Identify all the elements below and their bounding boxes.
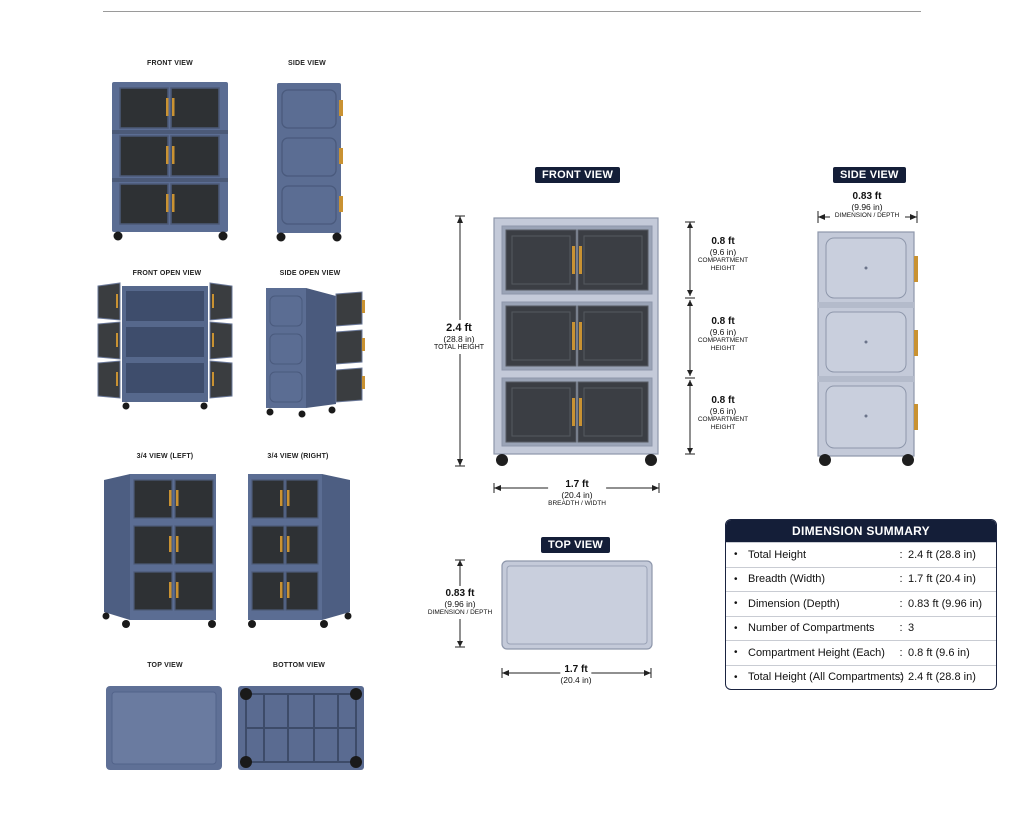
- summary-row-value: 0.8 ft (9.6 in): [908, 646, 970, 659]
- compartment-height-dimension-lines: [685, 221, 695, 455]
- label-bottom-view: BOTTOM VIEW: [272, 662, 326, 669]
- compartment-1-ft: 0.8 ft: [711, 236, 735, 247]
- top-depth-caption: DIMENSION / DEPTH: [427, 609, 493, 617]
- cabinet-bottom-view-image: [238, 686, 364, 770]
- side-view-drawing: [817, 231, 918, 466]
- compartment-3-label: 0.8 ft (9.6 in) COMPARTMENT HEIGHT: [698, 395, 748, 431]
- summary-row-label: Breadth (Width): [748, 573, 826, 586]
- compartment-3-ft: 0.8 ft: [711, 395, 735, 406]
- breadth-caption: BREADTH / WIDTH: [548, 500, 606, 508]
- label-front-open-view: FRONT OPEN VIEW: [132, 270, 202, 277]
- cabinet-front-open-view-image: [97, 282, 233, 410]
- compartment-2-label: 0.8 ft (9.6 in) COMPARTMENT HEIGHT: [698, 316, 748, 352]
- compartment-2-caption2: HEIGHT: [710, 344, 736, 352]
- label-top-view: TOP VIEW: [147, 662, 183, 669]
- total-height-label: 2.4 ft (28.8 in) TOTAL HEIGHT: [433, 320, 485, 355]
- compartment-1-caption2: HEIGHT: [710, 264, 736, 272]
- colon-separator: :: [899, 548, 903, 561]
- total-height-ft: 2.4 ft: [446, 322, 472, 334]
- summary-row-value: 0.83 ft (9.96 in): [908, 597, 982, 610]
- colon-separator: :: [899, 573, 903, 586]
- bullet-icon: •: [734, 622, 738, 634]
- summary-row: • Total Height : 2.4 ft (28.8 in): [726, 542, 996, 567]
- front-view-title: FRONT VIEW: [535, 167, 621, 183]
- summary-row-label: Total Height: [748, 548, 807, 561]
- compartment-3-in: (9.6 in): [709, 405, 737, 416]
- summary-row-label: Compartment Height (Each): [748, 646, 885, 659]
- breadth-ft: 1.7 ft: [548, 479, 606, 491]
- summary-row: • Dimension (Depth) : 0.83 ft (9.96 in): [726, 591, 996, 616]
- cabinet-top-view-image: [106, 686, 222, 770]
- colon-separator: :: [899, 597, 903, 610]
- top-depth-ft: 0.83 ft: [445, 588, 475, 599]
- front-view-drawing: [493, 217, 659, 466]
- summary-row-label: Number of Compartments: [748, 622, 875, 635]
- compartment-2-in: (9.6 in): [709, 326, 737, 337]
- label-front-view: FRONT VIEW: [147, 60, 193, 67]
- bullet-icon: •: [734, 573, 738, 585]
- top-depth-in: (9.96 in): [444, 598, 476, 609]
- bullet-icon: •: [734, 598, 738, 610]
- total-height-in: (28.8 in): [443, 333, 475, 344]
- label-three-quarter-right: 3/4 VIEW (RIGHT): [267, 453, 329, 460]
- summary-row-label: Total Height (All Compartments): [748, 671, 904, 684]
- compartment-1-caption1: COMPARTMENT: [697, 257, 749, 265]
- side-view-title: SIDE VIEW: [833, 167, 906, 183]
- bullet-icon: •: [734, 647, 738, 659]
- cabinet-three-quarter-right-image: [248, 474, 352, 628]
- breadth-in: (20.4 in): [561, 489, 593, 500]
- label-side-view: SIDE VIEW: [288, 60, 326, 67]
- compartment-1-label: 0.8 ft (9.6 in) COMPARTMENT HEIGHT: [698, 236, 748, 272]
- cabinet-front-view-image: [112, 82, 228, 241]
- summary-row-label: Dimension (Depth): [748, 597, 840, 610]
- compartment-3-caption1: COMPARTMENT: [697, 416, 749, 424]
- summary-title: DIMENSION SUMMARY: [726, 520, 996, 542]
- dimension-summary-table: DIMENSION SUMMARY • Total Height : 2.4 f…: [725, 519, 997, 690]
- compartment-1-in: (9.6 in): [709, 246, 737, 257]
- top-breadth-label: 1.7 ft (20.4 in): [560, 664, 592, 685]
- top-divider-line: [103, 11, 921, 12]
- side-depth-caption: DIMENSION / DEPTH: [834, 212, 900, 220]
- compartment-3-caption2: HEIGHT: [710, 423, 736, 431]
- label-three-quarter-left: 3/4 VIEW (LEFT): [136, 453, 194, 460]
- cabinet-side-open-view-image: [266, 288, 365, 418]
- bullet-icon: •: [734, 671, 738, 683]
- side-depth-in: (9.96 in): [851, 201, 883, 212]
- cabinet-three-quarter-left-image: [102, 474, 216, 628]
- bullet-icon: •: [734, 549, 738, 561]
- label-side-open-view: SIDE OPEN VIEW: [279, 270, 341, 277]
- cabinet-side-view-image: [276, 83, 343, 242]
- summary-row: • Compartment Height (Each) : 0.8 ft (9.…: [726, 640, 996, 665]
- top-view-title: TOP VIEW: [541, 537, 610, 553]
- top-breadth-in: (20.4 in): [560, 674, 592, 685]
- summary-row-value: 2.4 ft (28.8 in): [908, 671, 976, 684]
- colon-separator: :: [899, 671, 903, 684]
- top-breadth-ft: 1.7 ft: [560, 664, 592, 676]
- summary-row-value: 2.4 ft (28.8 in): [908, 548, 976, 561]
- side-depth-label: 0.83 ft (9.96 in) DIMENSION / DEPTH: [835, 191, 899, 220]
- summary-row: • Total Height (All Compartments) : 2.4 …: [726, 664, 996, 690]
- total-height-caption: TOTAL HEIGHT: [433, 344, 485, 352]
- summary-row: • Number of Compartments : 3: [726, 615, 996, 641]
- summary-row-value: 1.7 ft (20.4 in): [908, 573, 976, 586]
- breadth-label: 1.7 ft (20.4 in) BREADTH / WIDTH: [548, 479, 606, 508]
- top-view-drawing: [501, 560, 653, 650]
- colon-separator: :: [899, 622, 903, 635]
- summary-row: • Breadth (Width) : 1.7 ft (20.4 in): [726, 566, 996, 592]
- summary-row-value: 3: [908, 622, 915, 635]
- colon-separator: :: [899, 646, 903, 659]
- compartment-2-caption1: COMPARTMENT: [697, 337, 749, 345]
- compartment-2-ft: 0.8 ft: [711, 316, 735, 327]
- side-depth-ft: 0.83 ft: [852, 191, 882, 202]
- side-depth-dimension-line: [817, 211, 918, 223]
- top-depth-label: 0.83 ft (9.96 in) DIMENSION / DEPTH: [427, 586, 493, 619]
